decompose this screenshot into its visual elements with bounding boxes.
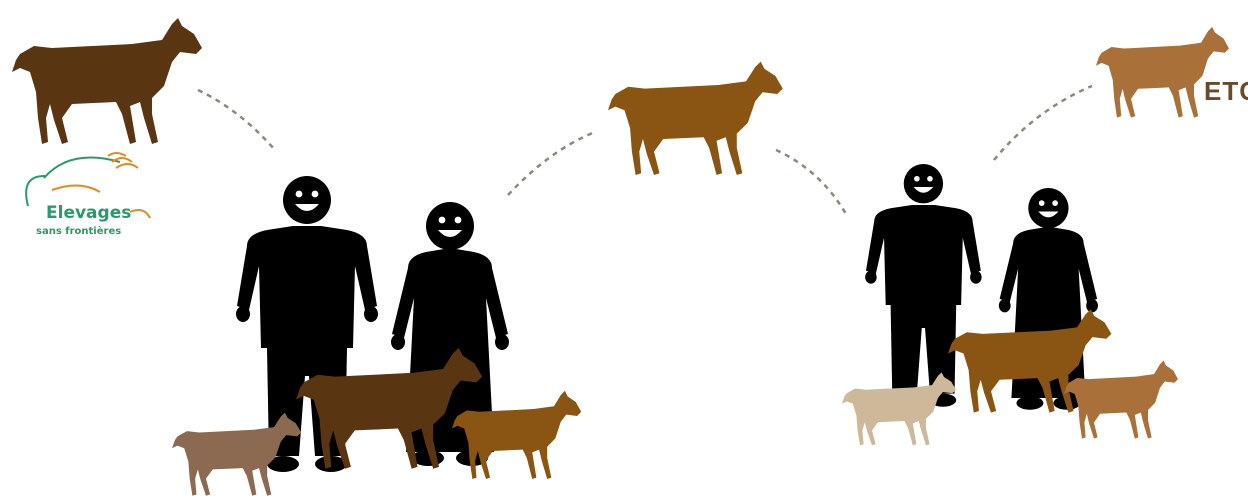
etc-label: ETC (1204, 76, 1248, 106)
goat-icon (12, 18, 202, 144)
logo-icon: Elevages sans frontières (26, 153, 150, 237)
dashed-arc-icon (198, 90, 275, 150)
goat-icon (608, 62, 783, 175)
logo-title: Elevages (46, 203, 131, 223)
dashed-arc-icon (994, 86, 1092, 160)
person-icon (865, 164, 981, 407)
logo-subtitle: sans frontières (36, 225, 121, 237)
dashed-arc-icon (508, 132, 595, 195)
dashed-arc-icon (776, 150, 846, 214)
